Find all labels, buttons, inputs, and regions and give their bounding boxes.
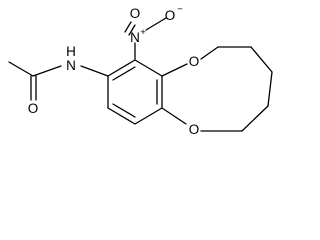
bond-oxygen-bottom-ring (161, 107, 187, 125)
nitro-nitrogen-label: N (130, 30, 140, 45)
bond-nitro-oxygen-double-a (124, 21, 132, 33)
ring-bond-5 (107, 107, 136, 125)
bond-nitro-oxygen-double-b (128, 24, 136, 36)
bond-nitrogen-aryl (80, 65, 109, 77)
ring-bond-5-inner (112, 103, 136, 118)
amide-nitrogen-label: N (66, 58, 76, 73)
ring-bond-1-inner (112, 66, 136, 81)
bond-nitro-oxygen-minus (145, 17, 167, 31)
bond-ch2-ch2-b (250, 46, 273, 73)
nitro-oxygen-double-label: O (130, 6, 141, 21)
nitro-minus-charge: − (177, 4, 183, 15)
bond-carbonyl-nitrogen (32, 65, 62, 77)
ring-oxygen-top-label: O (189, 54, 200, 69)
bond-methyl-carbonyl (8, 61, 34, 77)
carbonyl-oxygen-label: O (28, 101, 39, 116)
ring-bond-2 (134, 59, 163, 77)
ring-bond-4 (134, 107, 163, 125)
chemical-structure: N + O − O N H O O O (8, 4, 273, 137)
amide-hydrogen-label: H (66, 44, 76, 59)
bond-oxygen-top-ch2 (200, 46, 219, 60)
atom-labels: N + O − O N H O O O (28, 4, 200, 137)
bond-ring-oxygen-top (161, 63, 188, 77)
ring-oxygen-bottom-label: O (189, 122, 200, 137)
nitro-plus-charge: + (140, 27, 146, 38)
ring-bond-1 (107, 59, 136, 77)
bond-ch2-ch2-d (241, 105, 269, 132)
bond-lines (8, 17, 273, 132)
bond-ch2-ch2-c (267, 71, 273, 107)
nitro-oxygen-minus-label: O (165, 8, 176, 23)
